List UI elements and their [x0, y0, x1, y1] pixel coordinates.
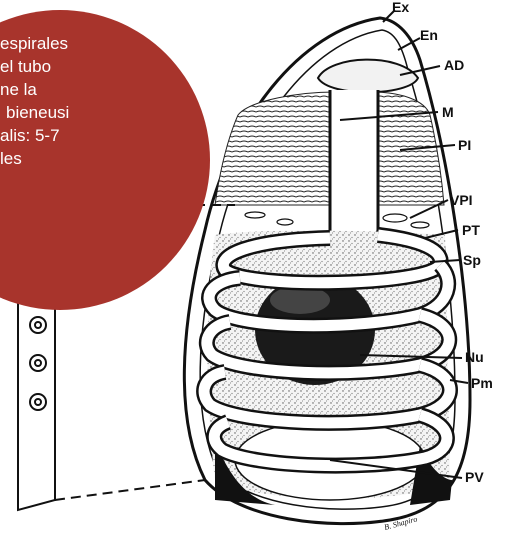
label-ad: AD [444, 57, 464, 73]
label-pi: PI [458, 137, 471, 153]
label-sp: Sp [463, 252, 481, 268]
label-m: M [442, 104, 454, 120]
label-pm: Pm [471, 375, 493, 391]
polaroplast-lamellar [215, 92, 335, 205]
callout-line-1: espirales [0, 32, 140, 55]
polar-tube-manubrium [330, 90, 378, 249]
cross-section-dashed-link [55, 480, 205, 500]
callout-line-3: ne la [0, 78, 140, 101]
label-ex: Ex [392, 0, 409, 15]
callout-line-2: el tubo [0, 55, 140, 78]
label-pt: PT [462, 222, 480, 238]
callout-line-4: bieneusi [0, 101, 140, 124]
label-nu: Nu [465, 349, 484, 365]
label-en: En [420, 27, 438, 43]
label-pv: PV [465, 469, 484, 485]
callout-line-6: les [0, 147, 140, 170]
callout-line-5: alis: 5-7 [0, 124, 140, 147]
callout-text: espirales el tubo ne la bieneusi alis: 5… [0, 32, 140, 170]
label-vpi: VPI [450, 192, 473, 208]
